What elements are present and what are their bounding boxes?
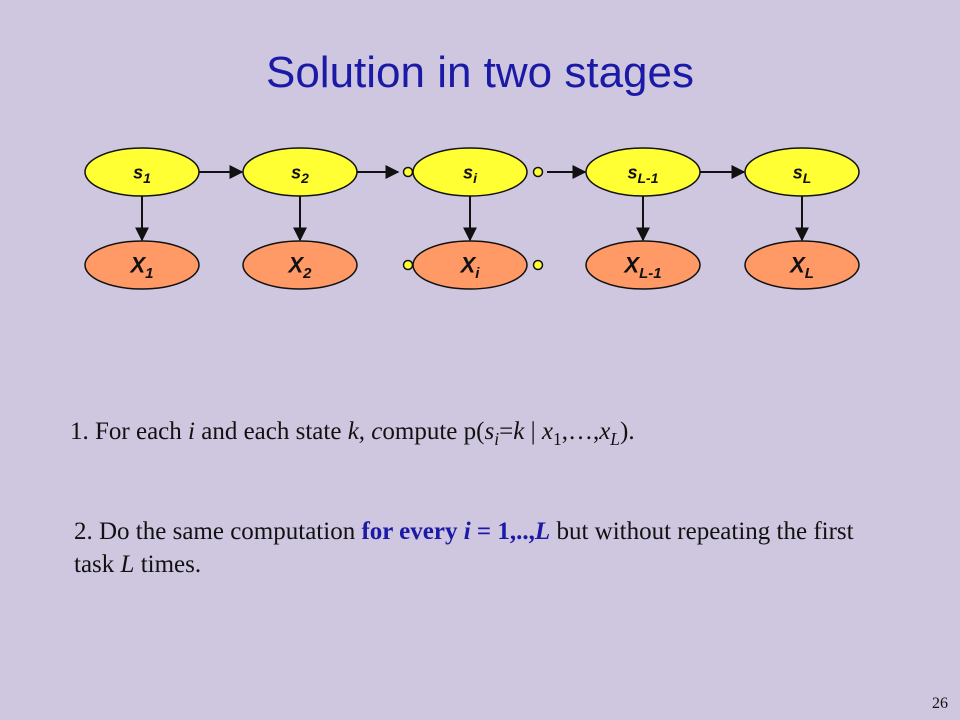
state-node-label: sL-1 — [627, 162, 658, 186]
text-fragment: ompute p( — [382, 418, 485, 445]
slide-title: Solution in two stages — [265, 48, 695, 97]
text-fragment: ,…, — [561, 418, 600, 445]
text-fragment: times. — [134, 551, 202, 578]
state-node-ellipse — [412, 147, 528, 197]
text-fragment: k, — [347, 418, 366, 445]
observation-node-ellipse — [84, 240, 200, 290]
observation-node: X2 — [242, 240, 358, 290]
state-node-label: s1 — [133, 162, 151, 186]
state-node-label: s2 — [291, 162, 309, 186]
text-fragment: L — [534, 518, 551, 545]
observation-node-label: Xi — [459, 253, 481, 283]
text-fragment: s — [484, 418, 495, 445]
text-fragment: ). — [620, 418, 635, 445]
ellipsis-dot — [402, 166, 414, 178]
observation-node: Xi — [412, 240, 528, 290]
ellipsis-dot — [532, 166, 544, 178]
observation-node: XL-1 — [585, 240, 701, 290]
text-fragment: | — [524, 418, 542, 445]
text-fragment: = 1,.., — [470, 518, 535, 545]
step-one-text: 1. For each i and each state k, compute … — [70, 418, 635, 450]
observation-node-label: XL — [788, 253, 814, 283]
text-fragment: i — [188, 418, 195, 445]
observation-node-label: X1 — [128, 253, 153, 283]
state-node-label: sL — [793, 162, 812, 186]
observation-node-ellipse — [242, 240, 358, 290]
text-fragment: x — [599, 418, 611, 445]
observation-node: XL — [744, 240, 860, 290]
ellipsis-dot — [402, 259, 414, 271]
observation-node: X1 — [84, 240, 200, 290]
text-fragment: and each state — [194, 418, 348, 445]
observation-node-label: X2 — [286, 253, 312, 283]
observation-node-label: XL-1 — [622, 253, 661, 283]
text-fragment: 1. For each — [70, 418, 189, 445]
state-node: sL — [744, 147, 860, 197]
text-fragment: x — [541, 418, 553, 445]
text-fragment: L — [610, 429, 621, 449]
text-fragment: = — [499, 418, 514, 445]
state-node: s1 — [84, 147, 200, 197]
text-fragment: c — [365, 418, 383, 445]
observation-node-ellipse — [585, 240, 701, 290]
ellipsis-dot — [532, 259, 544, 271]
text-fragment: k — [513, 418, 525, 445]
state-node-label: si — [463, 162, 478, 186]
step-two-text: 2. Do the same computation for every i =… — [74, 515, 874, 581]
state-node-ellipse — [585, 147, 701, 197]
text-fragment: 1 — [552, 429, 562, 449]
observation-node-ellipse — [744, 240, 860, 290]
text-fragment: 2. Do the same computation — [74, 518, 362, 545]
state-node: si — [412, 147, 528, 197]
state-node: sL-1 — [585, 147, 701, 197]
state-node-ellipse — [242, 147, 358, 197]
page-number: 26 — [932, 695, 948, 712]
observation-node-ellipse — [412, 240, 528, 290]
text-fragment: i — [494, 429, 500, 449]
state-node-ellipse — [84, 147, 200, 197]
text-fragment: i — [463, 518, 471, 545]
text-fragment: but without repeating the first task — [74, 518, 854, 578]
state-node: s2 — [242, 147, 358, 197]
state-node-ellipse — [744, 147, 860, 197]
text-fragment: for every — [361, 518, 464, 545]
text-fragment: L — [120, 551, 135, 578]
